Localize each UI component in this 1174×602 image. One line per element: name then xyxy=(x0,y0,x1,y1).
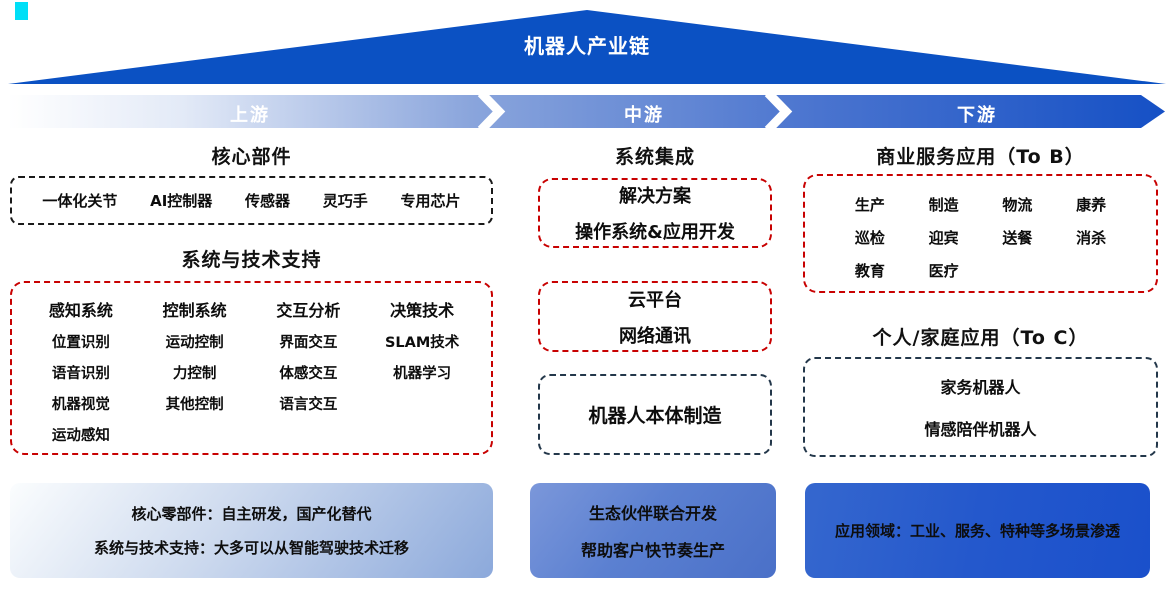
chevron-separator-icon xyxy=(764,89,793,134)
upstream-tech-heading: 系统与技术支持 xyxy=(181,249,322,271)
tob-item: 医疗 xyxy=(928,262,959,280)
tech-grid-cell: 机器学习 xyxy=(393,366,452,382)
tech-grid-cell: 体感交互 xyxy=(279,366,338,382)
tech-grid-cell xyxy=(252,424,366,445)
tech-grid-header: 感知系统 xyxy=(48,301,113,320)
tob-item: 送餐 xyxy=(1002,229,1033,247)
midstream-heading: 系统集成 xyxy=(614,146,695,168)
upstream-core-parts-heading: 核心部件 xyxy=(211,146,292,168)
solution-box-line: 解决方案 xyxy=(619,186,691,207)
tob-item: 迎宾 xyxy=(928,229,959,247)
chevron-separator-icon xyxy=(477,89,506,134)
tech-grid-cell: 位置识别 xyxy=(51,335,110,351)
cyan-accent-mark xyxy=(15,2,28,20)
midstream-summary-card: 生态伙伴联合开发 帮助客户快节奏生产 xyxy=(530,483,776,578)
cloud-box: 云平台 网络通讯 xyxy=(538,281,772,352)
tob-item: 巡检 xyxy=(854,229,885,247)
stage-label-downstream: 下游 xyxy=(957,105,997,126)
core-part-item: 一体化关节 xyxy=(42,192,118,210)
tech-support-box: 感知系统 控制系统 交互分析 决策技术 位置识别 运动控制 界面交互 SLAM技… xyxy=(10,281,493,455)
tob-item: 制造 xyxy=(928,196,959,214)
stage-arrow-bar xyxy=(8,95,1165,128)
tech-grid-cell xyxy=(365,393,479,414)
core-part-item: 专用芯片 xyxy=(400,192,461,210)
pyramid-shape xyxy=(8,10,1166,84)
tob-item: 教育 xyxy=(854,262,885,280)
tech-grid-cell: 其他控制 xyxy=(165,397,224,413)
tob-item-empty xyxy=(1054,260,1128,281)
tech-grid-header: 决策技术 xyxy=(390,301,455,320)
tech-grid-cell xyxy=(138,424,252,445)
solution-box-line: 操作系统&应用开发 xyxy=(575,222,735,243)
stage-label-upstream: 上游 xyxy=(230,105,270,126)
summary-line: 核心零部件：自主研发，国产化替代 xyxy=(131,505,372,523)
upstream-summary-card: 核心零部件：自主研发，国产化替代 系统与技术支持：大多可以从智能驾驶技术迁移 xyxy=(10,483,493,578)
diagram-title: 机器人产业链 xyxy=(524,34,650,58)
cloud-box-line: 网络通讯 xyxy=(619,325,691,347)
toc-item: 家务机器人 xyxy=(940,378,1021,397)
tob-item: 物流 xyxy=(1002,196,1033,214)
tech-grid-header: 交互分析 xyxy=(276,301,341,320)
core-part-item: 传感器 xyxy=(245,192,291,210)
core-part-item: 灵巧手 xyxy=(322,192,368,210)
tob-item: 消杀 xyxy=(1076,229,1107,247)
downstream-summary-card: 应用领域：工业、服务、特种等多场景渗透 xyxy=(805,483,1150,578)
tech-grid-cell: 力控制 xyxy=(172,366,217,382)
downstream-tob-heading: 商业服务应用（To B） xyxy=(876,146,1085,168)
tech-grid-cell: 运动控制 xyxy=(165,335,224,351)
summary-line: 系统与技术支持：大多可以从智能驾驶技术迁移 xyxy=(93,539,409,557)
summary-line: 应用领域：工业、服务、特种等多场景渗透 xyxy=(834,522,1120,540)
tech-grid-cell: SLAM技术 xyxy=(384,335,460,351)
tob-applications-box: 生产 制造 物流 康养 巡检 迎宾 送餐 消杀 教育 医疗 xyxy=(803,174,1158,293)
tob-item: 康养 xyxy=(1076,196,1107,214)
robot-body-box: 机器人本体制造 xyxy=(538,374,772,455)
tech-grid-cell: 界面交互 xyxy=(279,335,338,351)
toc-applications-box: 家务机器人 情感陪伴机器人 xyxy=(803,357,1158,457)
header-graphics xyxy=(8,10,1166,134)
summary-line: 生态伙伴联合开发 xyxy=(588,504,717,523)
core-parts-box: 一体化关节 AI控制器 传感器 灵巧手 专用芯片 xyxy=(10,176,493,225)
tech-grid-cell: 机器视觉 xyxy=(51,397,110,413)
summary-line: 帮助客户快节奏生产 xyxy=(580,541,725,560)
toc-item: 情感陪伴机器人 xyxy=(924,420,1037,439)
cloud-box-line: 云平台 xyxy=(628,289,682,311)
downstream-toc-heading: 个人/家庭应用（To C） xyxy=(872,327,1089,349)
stage-label-midstream: 中游 xyxy=(624,105,664,126)
robot-body-line: 机器人本体制造 xyxy=(588,405,722,427)
tech-grid-cell: 语言交互 xyxy=(279,397,338,413)
tech-grid-cell xyxy=(365,424,479,445)
solution-box: 解决方案 操作系统&应用开发 xyxy=(538,178,772,248)
core-part-item: AI控制器 xyxy=(150,192,213,210)
tech-grid-cell: 运动感知 xyxy=(51,428,110,444)
tob-item-empty xyxy=(981,260,1055,281)
tech-grid-header: 控制系统 xyxy=(162,301,227,320)
tech-grid-cell: 语音识别 xyxy=(51,366,110,382)
tob-item: 生产 xyxy=(854,196,885,214)
